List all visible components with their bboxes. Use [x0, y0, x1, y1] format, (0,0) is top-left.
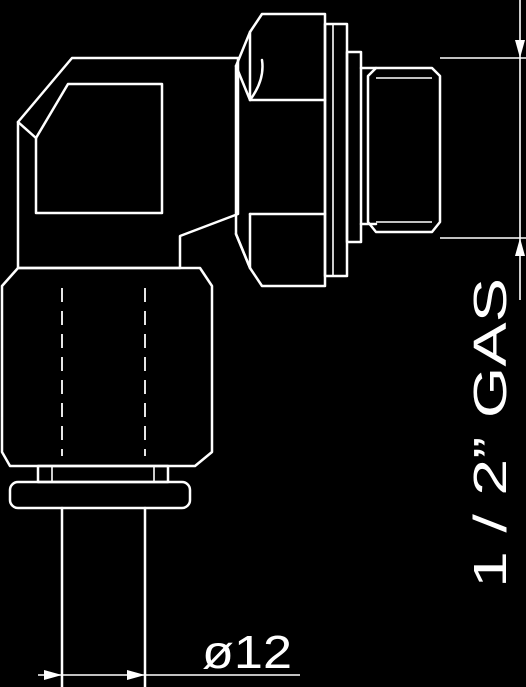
thread-size-label: 1 / 2” GAS — [464, 278, 516, 588]
collet-body — [0, 266, 214, 468]
hex-nut-chamfer-bottom — [234, 212, 252, 270]
thread-arrow-bottom — [515, 238, 525, 256]
release-ring — [8, 480, 192, 510]
diameter-label: ø12 — [202, 626, 292, 678]
release-ring-neck — [36, 464, 170, 484]
hex-nut-hidden-top — [248, 58, 264, 102]
diameter-arrow-left — [44, 670, 62, 680]
thread-arrow-top — [515, 40, 525, 58]
sealing-washer — [323, 22, 349, 278]
diameter-arrow-right — [127, 670, 145, 680]
thread — [366, 66, 442, 234]
elbow-port-opening — [34, 82, 164, 215]
elbow-body-edge — [16, 120, 38, 140]
thread-neck — [345, 50, 363, 244]
elbow-body — [16, 56, 240, 270]
